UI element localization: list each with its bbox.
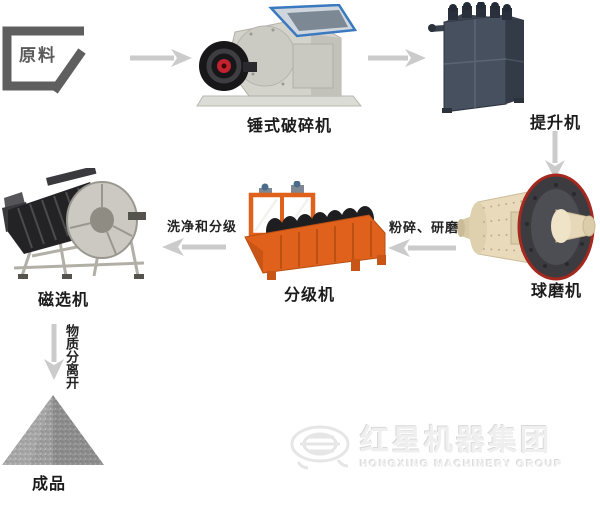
elevator-label: 提升机 — [530, 115, 582, 132]
watermark-logo: 红星机器集团 HONGXING MACHINERY GROUP — [288, 418, 598, 478]
product-pile-image — [2, 395, 104, 467]
raw-material-label: 原料 — [19, 46, 57, 65]
elevator-image — [428, 2, 533, 114]
arrow-classifier-to-separator — [162, 236, 226, 258]
raw-material-chute-icon — [0, 22, 90, 96]
hammer-crusher-image — [193, 4, 365, 112]
classifier-image — [233, 181, 391, 281]
arrow-crusher-to-elevator — [368, 47, 426, 69]
ball-mill-label: 球磨机 — [531, 283, 583, 300]
arrow-raw-to-crusher — [130, 47, 192, 69]
ball-mill-image — [453, 172, 600, 287]
classifier-label: 分级机 — [284, 287, 336, 304]
watermark-brand-cn: 红星机器集团 — [360, 424, 553, 457]
magnetic-separator-label: 磁选机 — [38, 292, 90, 309]
product-label: 成品 — [32, 476, 67, 493]
edge-label-mill-to-classifier: 粉碎、研磨 — [389, 220, 460, 235]
edge-label-classifier-to-separator: 洗净和分级 — [167, 219, 238, 234]
watermark-globe-icon — [288, 424, 354, 472]
arrow-ballmill-to-classifier — [388, 237, 456, 259]
edge-label-separator-to-product: 物质分离开 — [64, 324, 79, 389]
watermark-brand-en: HONGXING MACHINERY GROUP — [360, 457, 563, 470]
arrow-elevator-to-ballmill — [543, 131, 567, 179]
arrow-separator-to-product — [42, 324, 66, 380]
crusher-label: 锤式破碎机 — [247, 118, 333, 135]
magnetic-separator-image — [2, 168, 154, 282]
